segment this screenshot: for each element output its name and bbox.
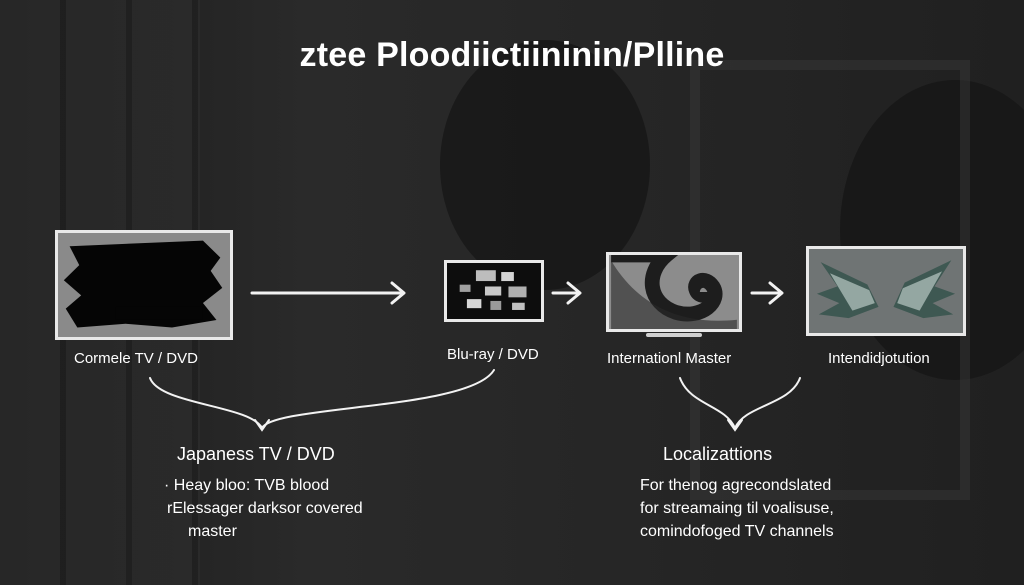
group-2-line-1: For thenog agrecondslated	[640, 477, 832, 494]
tv-screen-2	[444, 260, 544, 322]
tv-screen-4	[806, 246, 966, 336]
stage-1-label: Cormele TV / DVD	[74, 350, 198, 367]
pixel-blocks-icon	[459, 270, 527, 310]
merge-arrowhead-right	[727, 419, 743, 432]
stage-2-label: Blu-ray / DVD	[447, 346, 539, 363]
swirl-icon	[611, 255, 737, 329]
group-1-title: Japaness TV / DVD	[177, 444, 335, 464]
diagram-title: ztee Ploodiictiininin/Plline	[299, 36, 725, 74]
tv-screen-3	[606, 252, 742, 332]
tv-3-stand	[646, 333, 702, 337]
merge-arrowhead-left	[254, 419, 270, 432]
wings-icon	[816, 260, 956, 319]
stage-3-label: Internationl Master	[607, 350, 732, 367]
stage-4-label: Intendidjotution	[828, 350, 930, 367]
arrow-right-icon-1	[250, 281, 406, 305]
group-1-line-1: · Heay bloo: TVB blood	[164, 477, 330, 494]
censored-image-icon	[63, 240, 223, 328]
group-2-line-2: for streamaing til voalisuse,	[640, 500, 834, 517]
group-2-title: Localizattions	[663, 444, 773, 464]
group-1-line-3: master	[188, 523, 237, 540]
background-person-left	[440, 40, 650, 290]
group-2-line-3: comindofoged TV channels	[640, 523, 834, 540]
tv-screen-1	[55, 230, 233, 340]
merge-curve-left	[149, 369, 495, 431]
merge-curve-right	[679, 377, 801, 431]
arrow-right-icon-2	[551, 281, 582, 305]
arrow-right-icon-3	[750, 281, 784, 305]
group-1-line-2: rElessager darksor covered	[167, 500, 363, 517]
